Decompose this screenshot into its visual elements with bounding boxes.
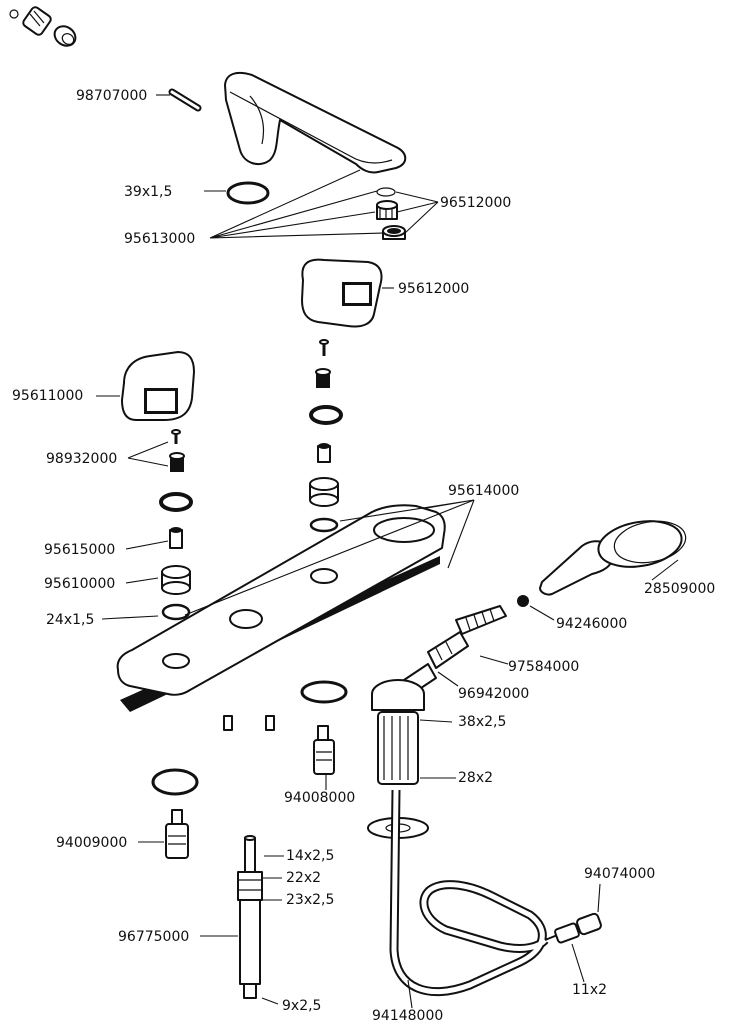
hose-guide-part xyxy=(371,679,425,785)
label-95610000: 95610000 xyxy=(44,576,115,592)
label-95615000: 95615000 xyxy=(44,542,115,558)
label-94008000: 94008000 xyxy=(284,790,355,806)
label-28x2: 28x2 xyxy=(458,770,493,786)
base-plate-part xyxy=(116,504,446,712)
label-95614000: 95614000 xyxy=(448,483,519,499)
hose-connector-parts xyxy=(403,605,507,695)
pin-part xyxy=(168,88,202,112)
label-94246000: 94246000 xyxy=(556,616,627,632)
label-96942000: 96942000 xyxy=(458,686,529,702)
label-94074000: 94074000 xyxy=(584,866,655,882)
washer-94246000 xyxy=(517,595,529,607)
valve-94008000 xyxy=(313,725,335,775)
plate-screws xyxy=(223,715,275,731)
label-98932000: 98932000 xyxy=(46,451,117,467)
gasket-left xyxy=(151,768,199,796)
label-94009000: 94009000 xyxy=(56,835,127,851)
hose-94148000 xyxy=(389,789,580,997)
label-38x25: 38x2,5 xyxy=(458,714,506,730)
label-97584000: 97584000 xyxy=(508,659,579,675)
label-14x25: 14x2,5 xyxy=(286,848,334,864)
connector-94074000 xyxy=(576,912,602,936)
diverter-96775000 xyxy=(237,835,263,999)
label-95612000: 95612000 xyxy=(398,281,469,297)
aerator-parts xyxy=(376,187,406,240)
label-94148000: 94148000 xyxy=(372,1008,443,1024)
right-valve-stack xyxy=(309,339,343,533)
left-valve-stack xyxy=(159,429,193,621)
label-95613000: 95613000 xyxy=(124,231,195,247)
label-98707000: 98707000 xyxy=(76,88,147,104)
label-23x25: 23x2,5 xyxy=(286,892,334,908)
label-95611000: 95611000 xyxy=(12,388,83,404)
label-39x15: 39x1,5 xyxy=(124,184,172,200)
spout-part xyxy=(224,71,407,174)
label-11x2: 11x2 xyxy=(572,982,607,998)
label-96512000: 96512000 xyxy=(440,195,511,211)
cartridge-icon xyxy=(9,6,77,47)
valve-94009000 xyxy=(165,809,189,859)
hand-shower-part xyxy=(539,520,687,596)
label-24x15: 24x1,5 xyxy=(46,612,94,628)
handle-left-part xyxy=(121,351,195,421)
label-9x25: 9x2,5 xyxy=(282,998,321,1014)
gasket-right xyxy=(300,680,348,704)
label-22x2: 22x2 xyxy=(286,870,321,886)
leader-lines xyxy=(96,94,679,1009)
handle-right-part xyxy=(301,258,383,328)
o-ring-39 xyxy=(226,181,270,205)
label-96775000: 96775000 xyxy=(118,929,189,945)
label-28509000: 28509000 xyxy=(644,581,715,597)
